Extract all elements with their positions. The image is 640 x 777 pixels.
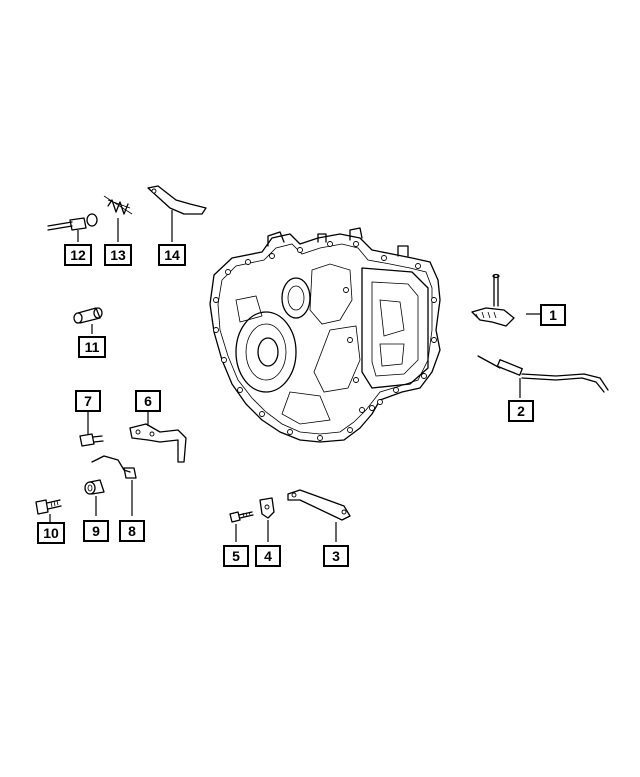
part-2-shift-cable xyxy=(477,355,609,393)
part-3-lever-arm xyxy=(287,489,351,521)
callout-1[interactable]: 1 xyxy=(540,304,566,326)
callout-5[interactable]: 5 xyxy=(223,545,249,567)
callout-11[interactable]: 11 xyxy=(78,336,106,358)
part-12-rivet-pin xyxy=(47,213,98,231)
callout-4[interactable]: 4 xyxy=(255,545,281,567)
part-10-bolt xyxy=(35,499,62,515)
part-5-bolt xyxy=(229,511,254,523)
part-1-shift-lever xyxy=(471,273,515,327)
part-6-bracket xyxy=(129,423,187,463)
part-13-spring xyxy=(103,195,133,215)
part-8-spring-wire xyxy=(91,455,137,479)
callout-13[interactable]: 13 xyxy=(104,244,132,266)
part-14-strap-lever xyxy=(147,185,207,215)
callout-12[interactable]: 12 xyxy=(64,244,92,266)
callout-6[interactable]: 6 xyxy=(135,390,161,412)
callout-2[interactable]: 2 xyxy=(508,400,534,422)
callout-14[interactable]: 14 xyxy=(158,244,186,266)
transmission-case xyxy=(209,227,441,443)
callout-3[interactable]: 3 xyxy=(323,545,349,567)
callout-7[interactable]: 7 xyxy=(75,390,101,412)
part-9-bushing xyxy=(84,479,105,495)
callout-10[interactable]: 10 xyxy=(37,522,65,544)
callout-8[interactable]: 8 xyxy=(119,520,145,542)
part-7-bolt xyxy=(79,433,104,447)
callout-9[interactable]: 9 xyxy=(83,520,109,542)
part-4-bracket xyxy=(259,497,275,519)
part-11-pin xyxy=(73,307,103,324)
